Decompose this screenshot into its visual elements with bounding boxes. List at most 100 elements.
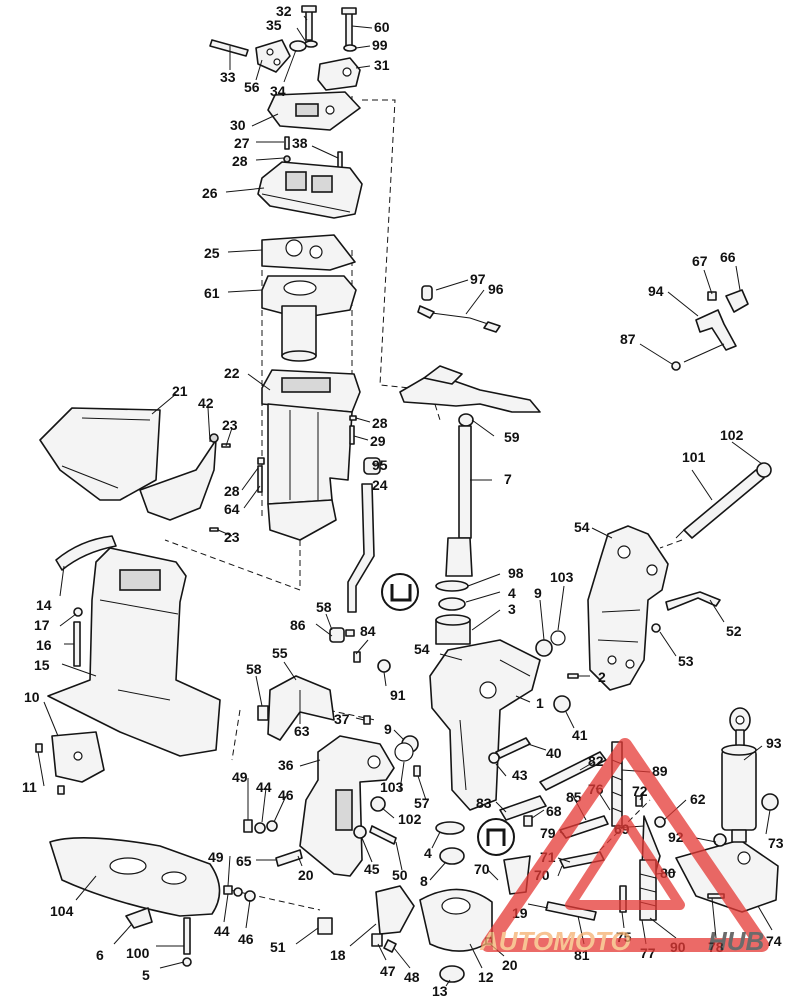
callout-59: 59 xyxy=(504,429,520,445)
callout-9-left: 9 xyxy=(384,721,392,737)
lubricant-symbol-lower xyxy=(477,818,515,856)
rod-52 xyxy=(665,591,721,611)
tilt-tube-assembly xyxy=(675,462,772,539)
pin-28c xyxy=(257,457,265,465)
callout-70-left: 70 xyxy=(474,861,490,877)
tilt-cylinder xyxy=(721,707,779,843)
cylinder-93 xyxy=(721,749,757,831)
exhaust-housing xyxy=(261,369,361,541)
screw-29 xyxy=(349,425,355,445)
callout-57: 57 xyxy=(414,795,430,811)
washer-44a xyxy=(254,822,266,834)
callout-32: 32 xyxy=(276,3,292,19)
screw-64 xyxy=(257,465,263,493)
callout-65: 65 xyxy=(236,853,252,869)
screw-97 xyxy=(421,285,433,301)
callout-35: 35 xyxy=(266,17,282,33)
callout-30: 30 xyxy=(230,117,246,133)
callout-50: 50 xyxy=(392,867,408,883)
pin-72 xyxy=(635,795,643,807)
callout-54-right: 54 xyxy=(574,519,590,535)
callout-labels: 32 35 60 99 31 33 56 34 30 27 38 28 26 2… xyxy=(22,3,784,999)
adapter-tube xyxy=(281,305,317,357)
callout-28-top: 28 xyxy=(232,153,248,169)
callout-99: 99 xyxy=(372,37,388,53)
callout-84: 84 xyxy=(360,623,376,639)
callout-54-mid: 54 xyxy=(414,641,430,657)
casting-26 xyxy=(257,161,363,219)
bushing-9a xyxy=(535,639,553,657)
side-covers xyxy=(39,407,231,532)
stud-16 xyxy=(73,621,81,667)
housing-15 xyxy=(47,547,221,757)
callout-29: 29 xyxy=(370,433,386,449)
callout-8: 8 xyxy=(420,873,428,889)
callout-72: 72 xyxy=(632,783,648,799)
watermark-triangle-icon xyxy=(481,738,769,952)
screw-68 xyxy=(523,815,533,827)
throttle-lever-assembly xyxy=(671,289,749,371)
callout-11: 11 xyxy=(22,779,37,795)
callout-87: 87 xyxy=(620,331,636,347)
clip-47 xyxy=(371,933,383,947)
callout-74: 74 xyxy=(766,933,782,949)
callout-14: 14 xyxy=(36,597,52,613)
callout-73: 73 xyxy=(768,835,784,851)
washer-103a xyxy=(550,630,566,646)
callout-89: 89 xyxy=(652,763,668,779)
callout-67: 67 xyxy=(692,253,708,269)
lever-94 xyxy=(695,309,737,351)
callout-13: 13 xyxy=(432,983,448,999)
callout-44-lower: 44 xyxy=(214,923,230,939)
link-82 xyxy=(539,751,607,791)
pin-28b xyxy=(349,415,357,421)
pin-75 xyxy=(619,885,627,913)
callout-96: 96 xyxy=(488,281,504,297)
callout-4-lower: 4 xyxy=(424,845,432,861)
callout-27: 27 xyxy=(234,135,250,151)
screw-11b xyxy=(57,785,65,795)
assembly-guide-lines xyxy=(164,96,683,911)
housing-fasteners xyxy=(257,415,381,613)
callout-86: 86 xyxy=(290,617,306,633)
callout-52: 52 xyxy=(726,623,742,639)
screw-23b xyxy=(209,527,219,532)
callout-63: 63 xyxy=(294,723,310,739)
steering-arm xyxy=(399,375,541,413)
nut-87 xyxy=(671,361,681,371)
nut-92 xyxy=(713,833,727,847)
bushing-73 xyxy=(761,793,779,811)
shaft-7 xyxy=(458,425,472,539)
callout-103-right: 103 xyxy=(550,569,574,585)
washer-46b xyxy=(244,890,256,902)
callout-40: 40 xyxy=(546,745,562,761)
washer-34 xyxy=(289,40,307,52)
callout-24: 24 xyxy=(372,477,388,493)
callout-61: 61 xyxy=(204,285,220,301)
callout-28-low: 28 xyxy=(224,483,240,499)
housing-12 xyxy=(419,888,493,952)
cover-21 xyxy=(39,407,161,501)
callout-4-upper: 4 xyxy=(508,585,516,601)
watermark-word-right: HUB xyxy=(708,926,764,956)
callout-91: 91 xyxy=(390,687,406,703)
bolt-32 xyxy=(305,7,313,41)
nut-62 xyxy=(654,816,666,828)
seal-14 xyxy=(55,535,117,571)
callout-56: 56 xyxy=(244,79,260,95)
callout-2: 2 xyxy=(598,669,606,685)
pin-67 xyxy=(707,291,717,301)
callout-20-right: 20 xyxy=(502,957,518,973)
washer-35 xyxy=(304,40,318,48)
watermark: AUTOMOTO HUB xyxy=(479,738,769,956)
upper-mount-plate xyxy=(257,91,363,219)
callout-60: 60 xyxy=(374,19,390,35)
callout-43: 43 xyxy=(512,767,528,783)
screw-2 xyxy=(567,673,579,679)
gasket-25 xyxy=(261,234,356,271)
callout-104: 104 xyxy=(50,903,74,919)
plate-104 xyxy=(49,837,221,917)
callout-64: 64 xyxy=(224,501,240,517)
swivel-bracket xyxy=(429,630,579,811)
swivel-54b xyxy=(429,639,541,811)
